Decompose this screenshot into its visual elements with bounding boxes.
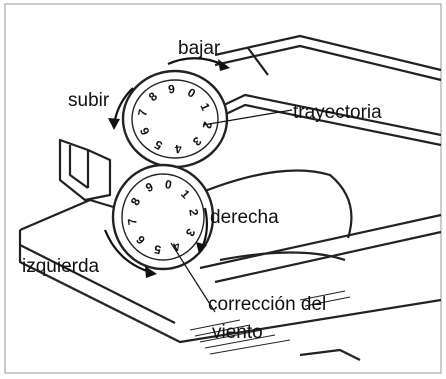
arrow-heads <box>108 59 230 278</box>
upper-dial-digit-9: 9 <box>168 82 176 97</box>
upper-dial-digit-4: 4 <box>174 141 182 156</box>
hatch-lines <box>189 290 351 355</box>
upper-dial-digit-2: 2 <box>200 120 215 130</box>
lower-dial-digit-5: 5 <box>153 242 162 257</box>
label-derecha: derecha <box>210 207 279 228</box>
leader-lines <box>170 109 293 313</box>
izquierda-arrowhead-icon <box>145 266 157 278</box>
lower-dial-digit-0: 0 <box>164 177 173 192</box>
correccion-leader <box>170 242 216 313</box>
label-subir: subir <box>68 90 110 111</box>
label-correccion-line1: corrección del <box>208 294 326 315</box>
label-correccion-line2: viento <box>212 322 263 343</box>
upper-dial-digit-7: 7 <box>135 108 150 118</box>
label-izquierda: izquierda <box>22 256 100 277</box>
lower-dial-digit-7: 7 <box>125 217 140 226</box>
bajar-arrowhead-icon <box>218 59 230 71</box>
derecha-arrowhead-icon <box>196 242 207 254</box>
lower-dial-face <box>121 173 205 261</box>
upper-dial-face <box>131 79 219 159</box>
lower-dial-digit-2: 2 <box>186 208 201 217</box>
label-trayectoria: trayectoria <box>293 102 382 123</box>
trayectoria-leader <box>202 109 293 126</box>
subir-arrowhead-icon <box>108 118 120 130</box>
diagram-frame <box>4 3 442 374</box>
izquierda-arrow-icon <box>103 229 151 274</box>
label-bajar: bajar <box>178 38 221 59</box>
